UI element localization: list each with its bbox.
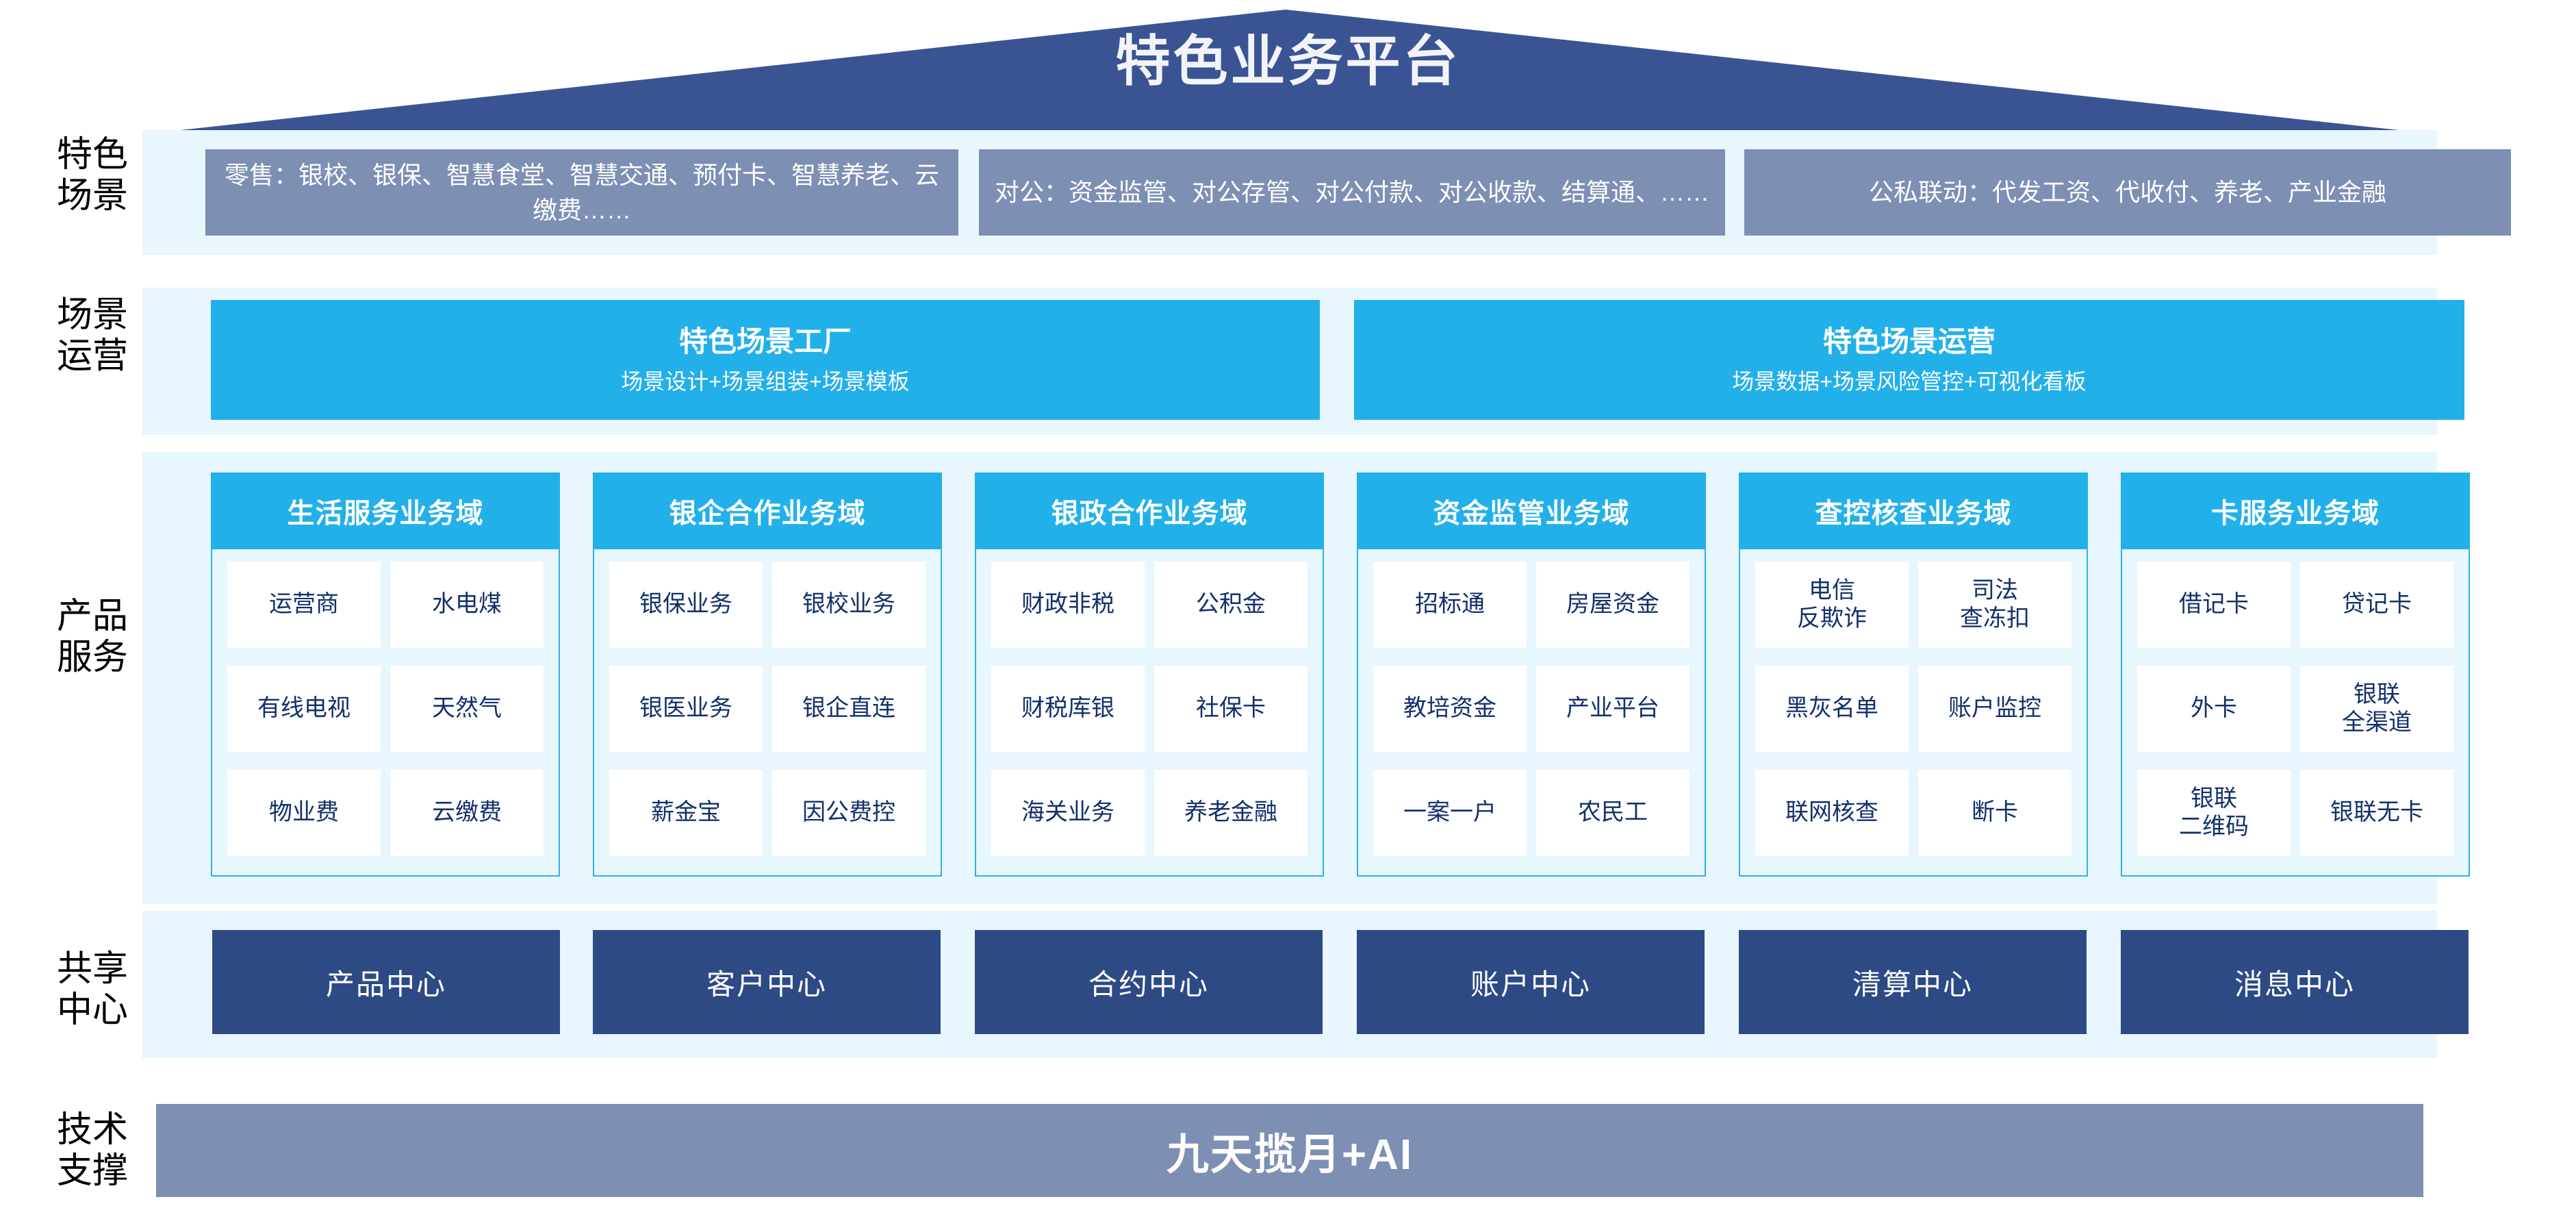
scenario-box-retail[interactable]: 零售：银校、银保、智慧食堂、智慧交通、预付卡、智慧养老、云缴费…… <box>205 149 958 236</box>
product-cell[interactable]: 司法 查冻扣 <box>1918 562 2071 648</box>
operations-title: 特色场景运营 <box>1822 325 1995 357</box>
shared-center-account[interactable]: 账户中心 <box>1357 930 1705 1034</box>
product-cell[interactable]: 海关业务 <box>991 770 1145 856</box>
product-cell[interactable]: 薪金宝 <box>609 770 763 856</box>
page-title: 特色业务平台 <box>1115 31 1461 92</box>
product-cell[interactable]: 房屋资金 <box>1536 562 1689 648</box>
domain-cell-grid: 电信 反欺诈 司法 查冻扣 黑灰名单 账户监控 联网核查 断卡 <box>1755 562 2071 856</box>
product-cell[interactable]: 云缴费 <box>390 770 544 856</box>
shared-center-message[interactable]: 消息中心 <box>2121 930 2469 1034</box>
product-cell[interactable]: 因公费控 <box>772 770 926 856</box>
product-cell[interactable]: 断卡 <box>1918 770 2071 856</box>
product-cell[interactable]: 银企直连 <box>772 666 926 752</box>
domain-cell-grid: 银保业务 银校业务 银医业务 银企直连 薪金宝 因公费控 <box>609 562 926 856</box>
domain-column-card-service[interactable]: 卡服务业务域 借记卡 贷记卡 外卡 银联 全渠道 银联 二维码 银联无卡 <box>2121 473 2470 877</box>
domain-header: 卡服务业务域 <box>2121 473 2470 549</box>
shared-center-customer[interactable]: 客户中心 <box>593 930 941 1034</box>
platform-roof-banner: 特色业务平台 <box>0 0 2576 147</box>
row-label-tech-support: 技术 支撑 <box>56 1110 128 1192</box>
row-label-products: 产品 服务 <box>56 596 128 678</box>
domain-header: 资金监管业务域 <box>1357 473 1706 549</box>
product-cell[interactable]: 账户监控 <box>1918 666 2071 752</box>
product-cell[interactable]: 银联 全渠道 <box>2300 666 2453 752</box>
product-cell[interactable]: 财政非税 <box>991 562 1145 648</box>
product-cell[interactable]: 水电煤 <box>390 562 544 648</box>
operations-subtitle: 场景数据+场景风险管控+可视化看板 <box>1732 369 2087 394</box>
domain-header: 银政合作业务域 <box>975 473 1324 549</box>
domain-cell-grid: 借记卡 贷记卡 外卡 银联 全渠道 银联 二维码 银联无卡 <box>2137 562 2453 856</box>
product-cell[interactable]: 银医业务 <box>609 666 763 752</box>
domain-header: 查控核查业务域 <box>1739 473 2088 549</box>
domain-header: 生活服务业务域 <box>211 473 560 549</box>
product-cell[interactable]: 银保业务 <box>609 562 763 648</box>
product-cell[interactable]: 农民工 <box>1536 770 1689 856</box>
operations-subtitle: 场景设计+场景组装+场景模板 <box>621 369 910 394</box>
product-cell[interactable]: 社保卡 <box>1154 666 1308 752</box>
product-cell[interactable]: 运营商 <box>227 562 381 648</box>
product-cell[interactable]: 外卡 <box>2137 666 2291 752</box>
shared-center-contract[interactable]: 合约中心 <box>975 930 1323 1034</box>
operations-box-scene-factory[interactable]: 特色场景工厂 场景设计+场景组装+场景模板 <box>211 300 1320 420</box>
domain-column-bank-enterprise[interactable]: 银企合作业务域 银保业务 银校业务 银医业务 银企直连 薪金宝 因公费控 <box>593 473 942 877</box>
product-cell[interactable]: 教培资金 <box>1373 666 1527 752</box>
product-cell[interactable]: 一案一户 <box>1373 770 1527 856</box>
product-cell[interactable]: 黑灰名单 <box>1755 666 1909 752</box>
shared-center-product[interactable]: 产品中心 <box>212 930 560 1034</box>
domain-column-life-service[interactable]: 生活服务业务域 运营商 水电煤 有线电视 天然气 物业费 云缴费 <box>211 473 560 877</box>
product-cell[interactable]: 招标通 <box>1373 562 1527 648</box>
row-label-scenarios: 特色 场景 <box>56 135 128 216</box>
product-cell[interactable]: 借记卡 <box>2137 562 2291 648</box>
operations-box-scene-operation[interactable]: 特色场景运营 场景数据+场景风险管控+可视化看板 <box>1354 300 2464 420</box>
domain-column-fund-supervision[interactable]: 资金监管业务域 招标通 房屋资金 教培资金 产业平台 一案一户 农民工 <box>1357 473 1706 877</box>
product-cell[interactable]: 财税库银 <box>991 666 1145 752</box>
domain-cell-grid: 招标通 房屋资金 教培资金 产业平台 一案一户 农民工 <box>1373 562 1689 856</box>
product-cell[interactable]: 银联无卡 <box>2300 770 2453 856</box>
tech-support-box[interactable]: 九天揽月+AI <box>156 1104 2423 1197</box>
product-cell[interactable]: 天然气 <box>390 666 544 752</box>
domain-column-investigation-control[interactable]: 查控核查业务域 电信 反欺诈 司法 查冻扣 黑灰名单 账户监控 联网核查 断卡 <box>1739 473 2088 877</box>
product-cell[interactable]: 产业平台 <box>1536 666 1689 752</box>
domain-cell-grid: 财政非税 公积金 财税库银 社保卡 海关业务 养老金融 <box>991 562 1308 856</box>
product-cell[interactable]: 银校业务 <box>772 562 926 648</box>
scenario-box-corporate[interactable]: 对公：资金监管、对公存管、对公付款、对公收款、结算通、…… <box>979 149 1725 236</box>
product-cell[interactable]: 公积金 <box>1154 562 1308 648</box>
product-cell[interactable]: 物业费 <box>227 770 381 856</box>
product-cell[interactable]: 贷记卡 <box>2300 562 2453 648</box>
shared-center-settlement[interactable]: 清算中心 <box>1739 930 2087 1034</box>
domain-header: 银企合作业务域 <box>593 473 942 549</box>
row-label-shared-centers: 共享 中心 <box>56 949 128 1031</box>
operations-title: 特色场景工厂 <box>678 325 852 357</box>
scenario-box-public-private[interactable]: 公私联动：代发工资、代收付、养老、产业金融 <box>1744 149 2511 236</box>
product-cell[interactable]: 银联 二维码 <box>2137 770 2291 856</box>
product-cell[interactable]: 有线电视 <box>227 666 381 752</box>
domain-cell-grid: 运营商 水电煤 有线电视 天然气 物业费 云缴费 <box>227 562 544 856</box>
product-cell[interactable]: 养老金融 <box>1154 770 1308 856</box>
product-cell[interactable]: 联网核查 <box>1755 770 1909 856</box>
domain-column-bank-government[interactable]: 银政合作业务域 财政非税 公积金 财税库银 社保卡 海关业务 养老金融 <box>975 473 1324 877</box>
product-cell[interactable]: 电信 反欺诈 <box>1755 562 1909 648</box>
row-label-operations: 场景 运营 <box>56 295 128 377</box>
